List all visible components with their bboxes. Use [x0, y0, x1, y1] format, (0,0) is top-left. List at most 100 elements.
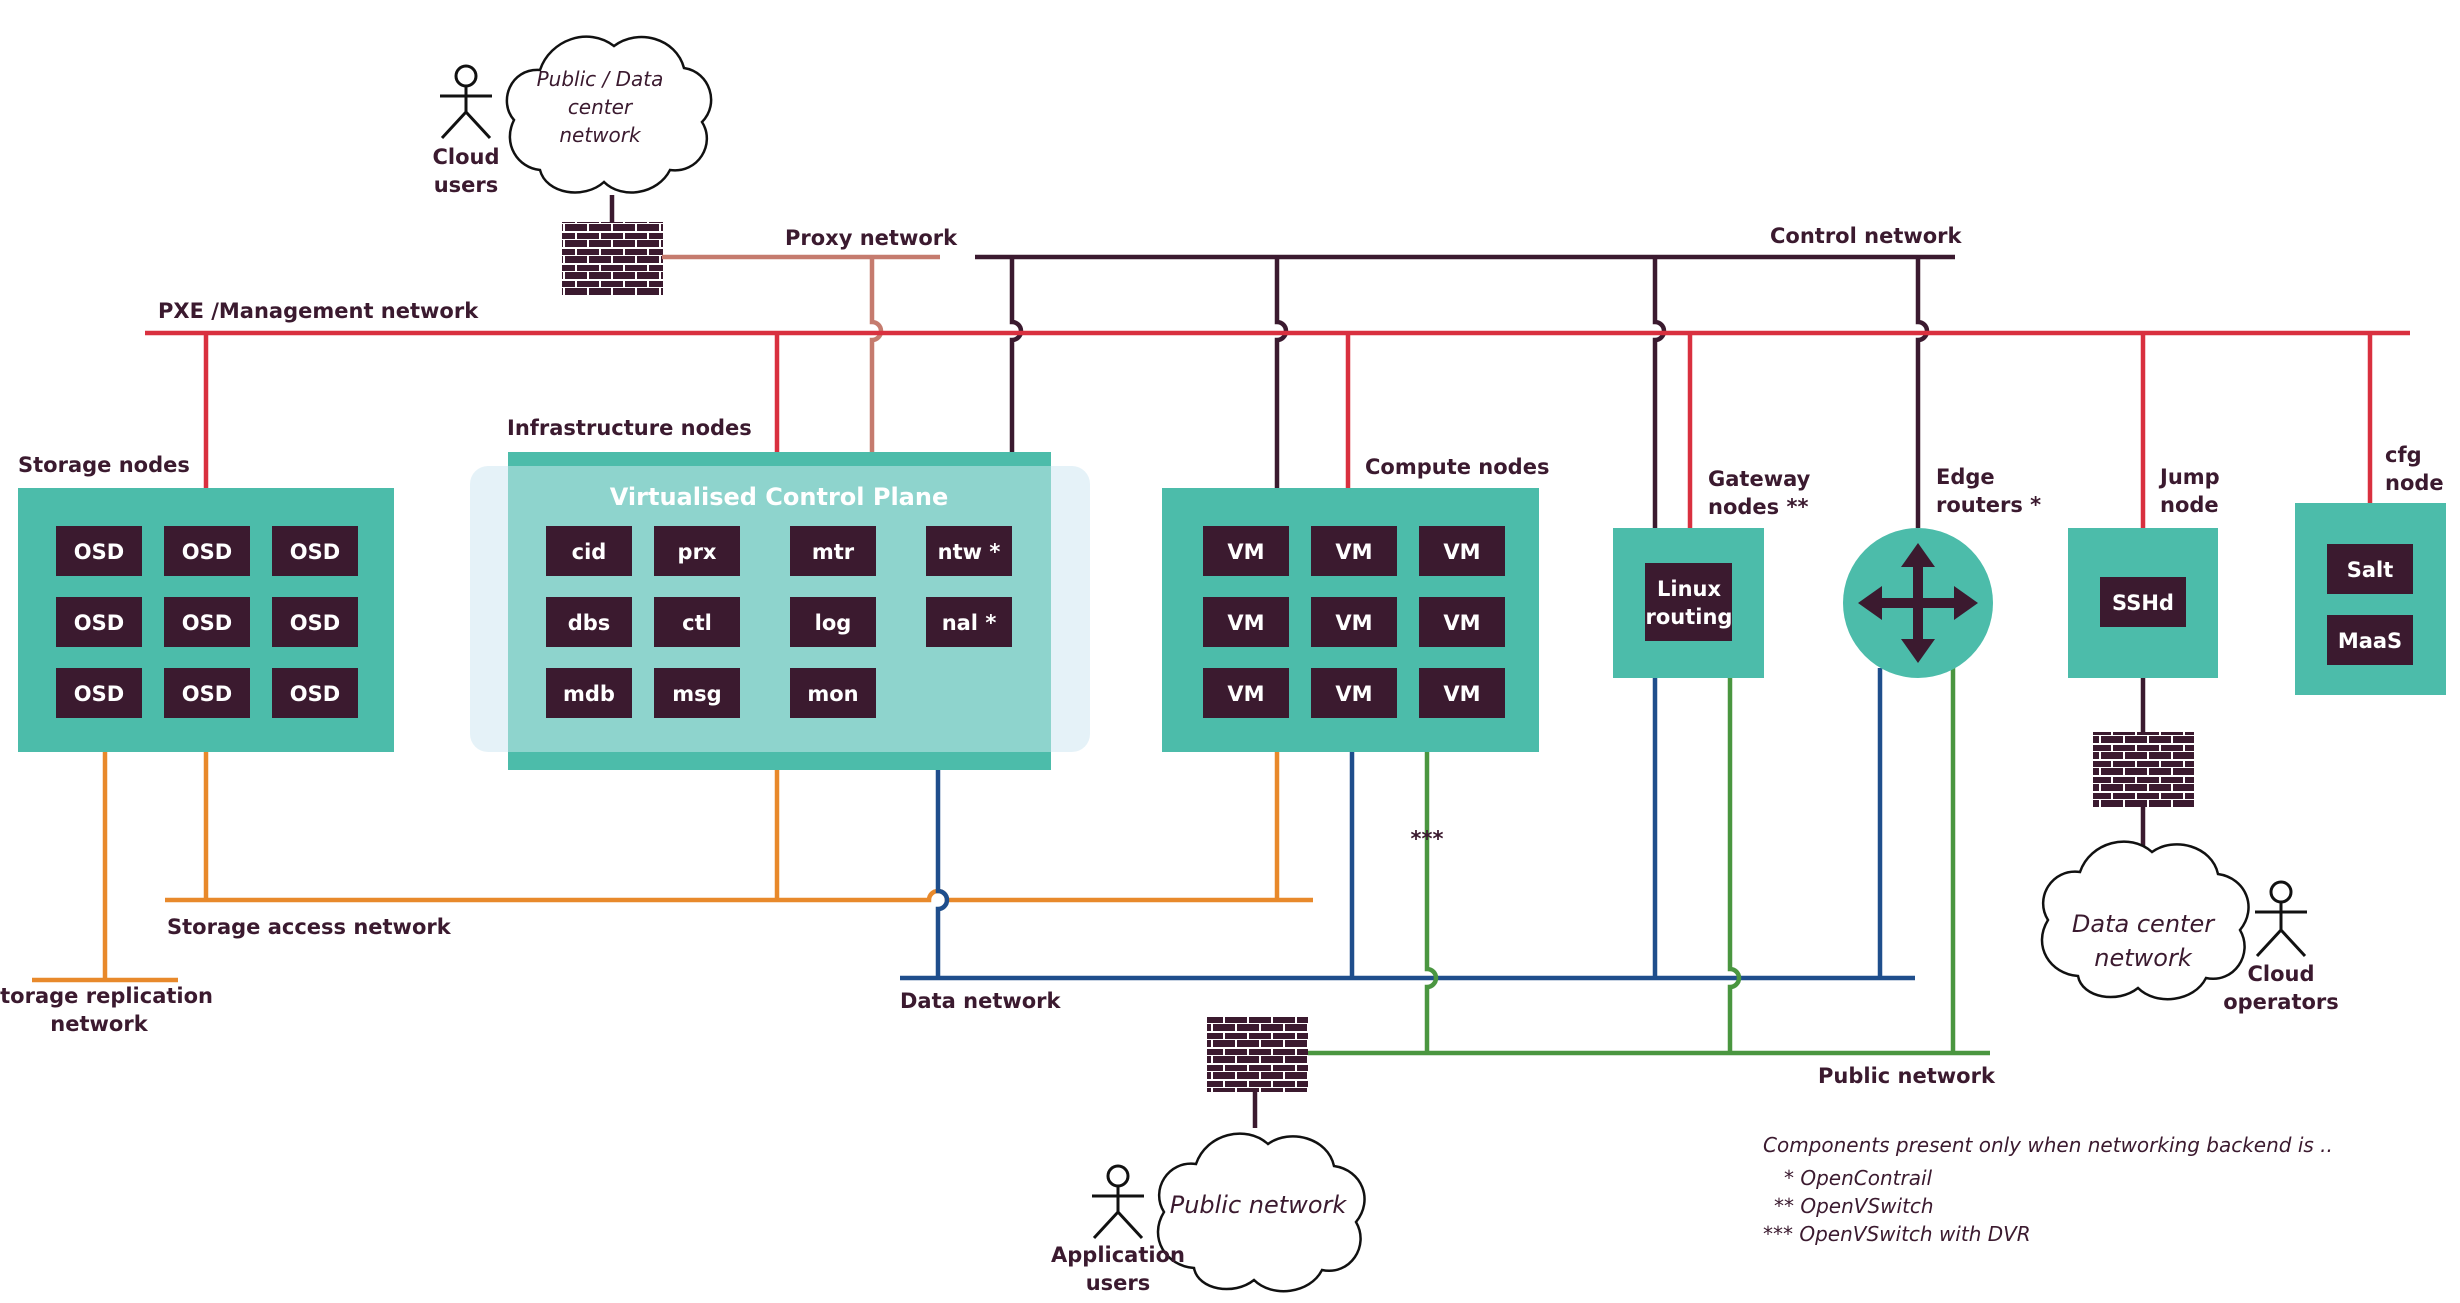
vm-chip: VM: [1443, 611, 1480, 635]
proxy-network-label: Proxy network: [785, 226, 958, 250]
storage-access-network-label: Storage access network: [167, 915, 452, 939]
cloud-users-actor-icon: [440, 64, 492, 140]
public-datacenter-cloud-icon: [505, 35, 713, 194]
prx-chip: prx: [678, 540, 717, 564]
vm-chip: VM: [1443, 682, 1480, 706]
dvr-marker: ***: [1411, 827, 1444, 851]
proxy-firewall-icon: [562, 222, 663, 297]
osd-chip-box: [56, 597, 142, 647]
mtr-chip: mtr: [812, 540, 855, 564]
application-users-label-line2: users: [1086, 1271, 1151, 1295]
linux-routing-chip-line1: Linux: [1657, 577, 1721, 601]
vm-chip-box: [1311, 668, 1397, 718]
vm-chip-box: [1419, 526, 1505, 576]
log-chip-box: [790, 597, 876, 647]
cloud-labels: Public / Data center network Data center…: [537, 67, 2217, 1219]
cid-chip: cid: [572, 540, 607, 564]
ctl-chip-box: [654, 597, 740, 647]
maas-chip: MaaS: [2338, 629, 2402, 653]
legend-item-openvswitch: ** OpenVSwitch: [1774, 1194, 1934, 1218]
public-datacenter-cloud-label-line2: center: [568, 95, 634, 119]
maas-chip-box: [2327, 615, 2413, 665]
virtualised-control-plane-title: Virtualised Control Plane: [610, 483, 948, 511]
vm-chip: VM: [1335, 611, 1372, 635]
datacenter-cloud-icon: [2040, 840, 2250, 1001]
cloud-users-label-line2: users: [434, 173, 499, 197]
legend: Components present only when networking …: [1763, 1133, 2333, 1246]
application-users-actor-icon: [1092, 1164, 1144, 1240]
osd-chip-box: [164, 668, 250, 718]
osd-chip: OSD: [74, 611, 124, 635]
vm-chip: VM: [1227, 540, 1264, 564]
log-chip: log: [815, 611, 852, 635]
vm-chip-box: [1419, 597, 1505, 647]
public-firewall-icon: [1207, 1017, 1308, 1092]
mdb-chip: mdb: [563, 682, 615, 706]
edge-routers-label-line2: routers *: [1936, 493, 2041, 517]
datacenter-cloud-label-line1: Data center: [2072, 910, 2216, 938]
osd-chip-box: [272, 597, 358, 647]
cid-chip-box: [546, 526, 632, 576]
osd-chip-box: [272, 526, 358, 576]
osd-chip: OSD: [290, 540, 340, 564]
infrastructure-nodes: Infrastructure nodes Virtualised Control…: [470, 416, 1090, 770]
public-network-label: Public network: [1818, 1064, 1996, 1088]
datacenter-firewall-icon: [2093, 732, 2194, 807]
cloud-operators-actor-icon: [2255, 880, 2307, 958]
vm-chip: VM: [1443, 540, 1480, 564]
mtr-chip-box: [790, 526, 876, 576]
osd-chip: OSD: [74, 682, 124, 706]
osd-chip-box: [272, 668, 358, 718]
gateway-nodes-label-line2: nodes **: [1708, 495, 1808, 519]
jump-node: Jump node SSHd: [2068, 465, 2220, 678]
data-network-label: Data network: [900, 989, 1062, 1013]
dbs-chip: dbs: [568, 611, 611, 635]
public-network-lines: [1308, 668, 1990, 1056]
nal-chip-box: [926, 597, 1012, 647]
ntw-chip: ntw *: [938, 540, 1001, 564]
network-wires: [32, 195, 2410, 1128]
pxe-network-lines: [145, 330, 2410, 528]
datacenter-cloud-label-line2: network: [2094, 944, 2193, 972]
linux-routing-chip: [1645, 563, 1732, 641]
vm-chip: VM: [1335, 540, 1372, 564]
sshd-chip-label: SSHd: [2112, 591, 2174, 615]
vm-chip-box: [1203, 526, 1289, 576]
vm-chip-box: [1203, 668, 1289, 718]
osd-chip: OSD: [182, 611, 232, 635]
actors: [440, 64, 2307, 1240]
infrastructure-nodes-label: Infrastructure nodes: [507, 416, 752, 440]
compute-nodes-label: Compute nodes: [1365, 455, 1549, 479]
control-network-label: Control network: [1770, 224, 1963, 248]
osd-chip: OSD: [74, 540, 124, 564]
osd-chip-box: [56, 668, 142, 718]
pxe-network-label: PXE /Management network: [158, 299, 479, 323]
cloud-operators-label-line2: operators: [2223, 990, 2339, 1014]
edge-routers-label-line1: Edge: [1936, 465, 1995, 489]
ctl-chip: ctl: [682, 611, 712, 635]
cfg-node-label-line2: node: [2385, 471, 2444, 495]
storage-network-lines: [32, 752, 1313, 983]
router-arrows-icon: [1858, 543, 1978, 663]
public-cloud-icon: [1156, 1132, 1366, 1293]
application-users-label-line1: Application: [1051, 1243, 1185, 1267]
actor-labels: Cloud users Cloud operators Application …: [432, 145, 2338, 1295]
cloud-users-label-line1: Cloud: [432, 145, 499, 169]
public-datacenter-cloud-label-line3: network: [559, 123, 642, 147]
osd-chip-box: [56, 526, 142, 576]
public-datacenter-cloud-label-line1: Public / Data: [537, 67, 664, 91]
firewalls: [562, 222, 2194, 1092]
cloud-operators-label-line1: Cloud: [2247, 962, 2314, 986]
jump-node-label-line1: Jump: [2158, 465, 2220, 489]
msg-chip: msg: [672, 682, 721, 706]
dbs-chip-box: [546, 597, 632, 647]
legend-item-opencontrail: * OpenContrail: [1784, 1166, 1933, 1190]
clouds: [505, 35, 2250, 1293]
osd-chip: OSD: [182, 682, 232, 706]
